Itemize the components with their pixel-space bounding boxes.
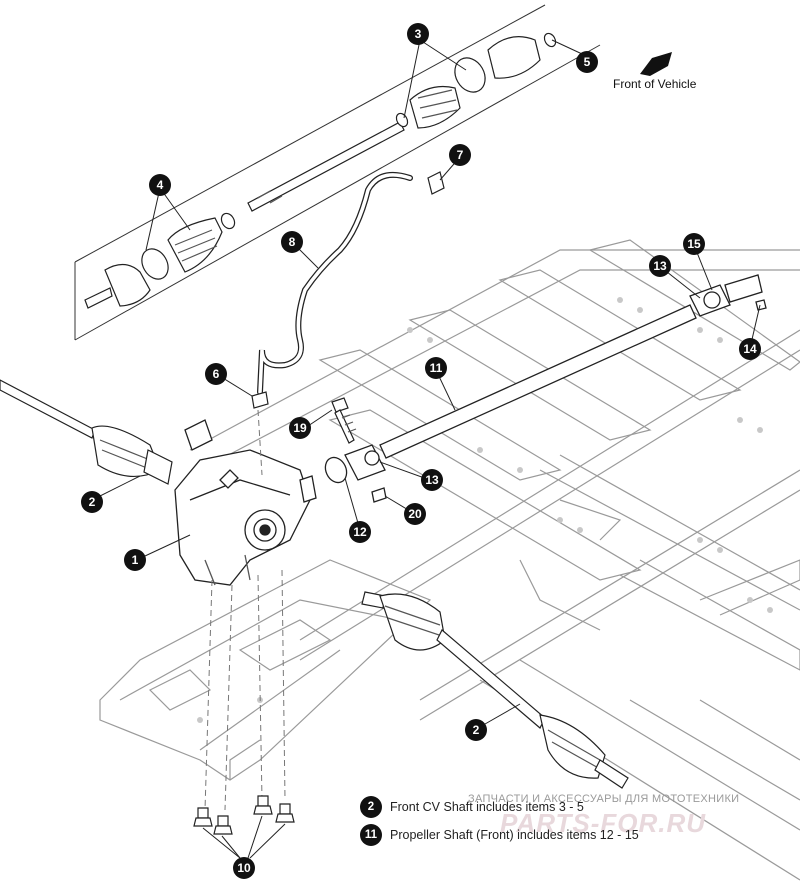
svg-text:7: 7 xyxy=(457,148,464,162)
vent-fitting xyxy=(251,391,269,409)
left-cv-shaft xyxy=(0,379,173,485)
alignment-lines xyxy=(204,409,286,811)
vehicle-frame xyxy=(99,239,800,881)
front-of-vehicle-indicator: Front of Vehicle xyxy=(613,52,697,91)
callout-11: 11 xyxy=(425,357,447,379)
callout-12: 12 xyxy=(349,521,371,543)
svg-text:10: 10 xyxy=(237,861,251,875)
callout-1: 1 xyxy=(124,549,146,571)
svg-text:13: 13 xyxy=(425,473,439,487)
callout-13-front: 13 xyxy=(649,255,671,277)
legend-badge: 11 xyxy=(360,824,382,846)
cv-shaft-components xyxy=(84,32,557,309)
hose-clip xyxy=(427,171,445,195)
svg-text:2: 2 xyxy=(473,723,480,737)
front-cv-shaft xyxy=(361,591,629,789)
bolt-19 xyxy=(331,397,357,444)
callout-2-left: 2 xyxy=(81,491,103,513)
callout-13-rear: 13 xyxy=(421,469,443,491)
callout-2-front: 2 xyxy=(465,719,487,741)
svg-text:2: 2 xyxy=(89,495,96,509)
legend-text: Front CV Shaft includes items 3 - 5 xyxy=(390,800,584,814)
svg-text:13: 13 xyxy=(653,259,667,273)
bolt-leader-lines xyxy=(202,815,286,859)
callout-5: 5 xyxy=(576,51,598,73)
svg-text:12: 12 xyxy=(353,525,367,539)
callout-19: 19 xyxy=(289,417,311,439)
callout-14: 14 xyxy=(739,338,761,360)
callout-15: 15 xyxy=(683,233,705,255)
legend-row: 11 Propeller Shaft (Front) includes item… xyxy=(360,821,790,849)
callout-8: 8 xyxy=(281,231,303,253)
legend-row: 2 Front CV Shaft includes items 3 - 5 xyxy=(360,793,790,821)
vent-hose xyxy=(257,172,413,395)
svg-text:8: 8 xyxy=(289,235,296,249)
callout-20: 20 xyxy=(404,503,426,525)
svg-text:1: 1 xyxy=(132,553,139,567)
watermark-tagline: ЗАПЧАСТИ И АКСЕССУАРЫ ДЛЯ МОТОТЕХНИКИ xyxy=(468,793,740,805)
svg-text:19: 19 xyxy=(293,421,307,435)
mounting-bolts xyxy=(193,795,295,835)
svg-text:14: 14 xyxy=(743,342,757,356)
arrow-left-icon xyxy=(640,52,672,76)
vent-hose-inner xyxy=(258,173,412,394)
svg-text:5: 5 xyxy=(584,55,591,69)
callout-4: 4 xyxy=(149,174,171,196)
svg-text:15: 15 xyxy=(687,237,701,251)
callout-7: 7 xyxy=(449,144,471,166)
callout-6: 6 xyxy=(205,363,227,385)
propeller-shaft xyxy=(324,274,767,503)
legend-badge: 2 xyxy=(360,796,382,818)
callout-10: 10 xyxy=(233,857,255,879)
callout-3: 3 xyxy=(407,23,429,45)
front-gearcase xyxy=(174,419,317,586)
svg-text:20: 20 xyxy=(408,507,422,521)
svg-text:4: 4 xyxy=(157,178,164,192)
legend: 2 Front CV Shaft includes items 3 - 5 11… xyxy=(360,793,790,849)
legend-text: Propeller Shaft (Front) includes items 1… xyxy=(390,828,639,842)
svg-text:11: 11 xyxy=(430,361,443,375)
svg-text:3: 3 xyxy=(415,27,422,41)
front-of-vehicle-label: Front of Vehicle xyxy=(613,77,697,91)
watermark-logo: PARTS-FOR.RU xyxy=(500,808,707,838)
svg-text:6: 6 xyxy=(213,367,220,381)
